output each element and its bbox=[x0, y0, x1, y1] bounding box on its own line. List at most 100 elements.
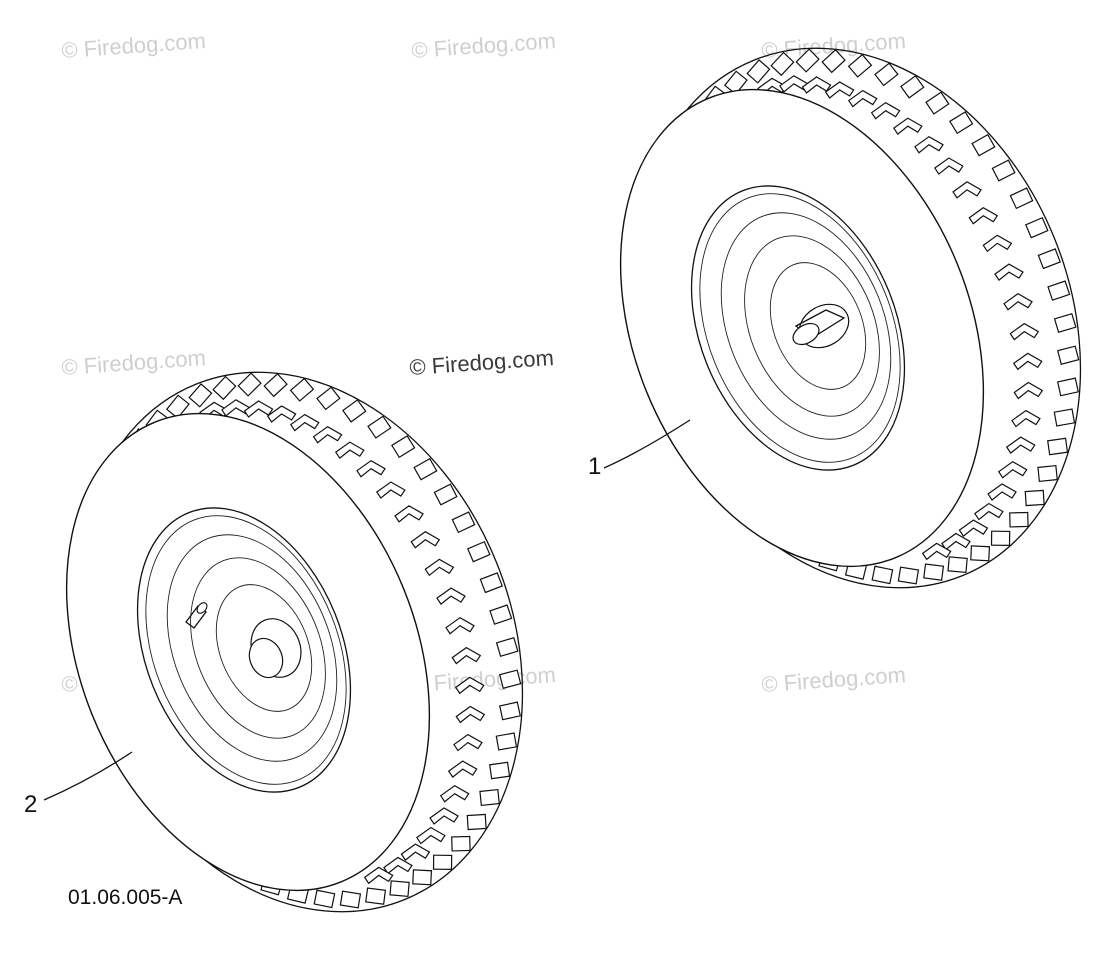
tread-lug bbox=[1047, 437, 1069, 456]
tread-lug bbox=[499, 669, 522, 689]
wheel-part-2 bbox=[43, 371, 524, 913]
tread-lug bbox=[391, 435, 416, 459]
tread-lug bbox=[451, 511, 476, 534]
tread-lug bbox=[1053, 312, 1077, 334]
tread-lug bbox=[1057, 377, 1079, 397]
tread-chevron bbox=[429, 807, 459, 825]
tread-lug bbox=[1057, 345, 1080, 365]
tread-lug bbox=[795, 48, 820, 73]
tread-lug bbox=[432, 854, 453, 871]
tread-lug bbox=[433, 483, 458, 506]
tread-lug bbox=[479, 788, 500, 807]
tread-lug bbox=[367, 415, 392, 439]
tread-chevron bbox=[394, 505, 424, 523]
rim bbox=[136, 507, 352, 793]
tread-chevron bbox=[994, 263, 1024, 281]
tread-chevron bbox=[445, 616, 475, 635]
tread-lugs bbox=[685, 48, 1080, 585]
watermark: © Firedog.com bbox=[761, 662, 907, 697]
tread-lug bbox=[949, 111, 974, 135]
tread-lug bbox=[289, 377, 315, 402]
tread-chevron bbox=[952, 181, 982, 199]
tread-chevron bbox=[968, 207, 999, 225]
tread-chevron bbox=[1011, 409, 1041, 428]
tread-lug bbox=[263, 373, 288, 398]
tread-lug bbox=[412, 869, 433, 886]
tread-lug bbox=[466, 540, 491, 563]
tread-chevron bbox=[400, 843, 431, 862]
tread-lug bbox=[1053, 408, 1076, 427]
watermark: © Firedog.com bbox=[61, 345, 207, 380]
tread-chevron bbox=[383, 856, 413, 875]
tread-chevron bbox=[982, 234, 1013, 253]
tread-lug bbox=[1037, 464, 1058, 483]
tread-lug bbox=[1047, 280, 1071, 301]
tread-lug bbox=[212, 375, 237, 401]
watermark: © Firedog.com bbox=[411, 662, 557, 697]
tread-lug bbox=[900, 75, 925, 99]
tread-lug bbox=[821, 49, 846, 74]
tread-chevron bbox=[451, 646, 482, 665]
tread-lug bbox=[746, 59, 771, 84]
tread-lug bbox=[413, 457, 438, 481]
tread-lug bbox=[1009, 511, 1029, 528]
tire-sidewall bbox=[65, 412, 431, 892]
callout-part-1: 1 bbox=[588, 453, 601, 480]
tread-chevron bbox=[914, 135, 944, 154]
tread-lug bbox=[313, 889, 336, 909]
tread-chevron bbox=[410, 531, 441, 549]
tread-lug bbox=[188, 383, 213, 408]
tread-chevron bbox=[363, 866, 394, 885]
tread-lug bbox=[871, 565, 894, 585]
tread-chevron bbox=[454, 676, 485, 695]
tread-chevron bbox=[1003, 292, 1033, 311]
tread-lug bbox=[479, 572, 503, 594]
tread-lug bbox=[237, 372, 262, 397]
tread-lug bbox=[923, 563, 945, 581]
tread-lug bbox=[990, 530, 1011, 547]
tread-chevron bbox=[376, 481, 406, 499]
watermark: © Firedog.com bbox=[61, 28, 207, 63]
tread-lug bbox=[342, 399, 367, 423]
tread-lug bbox=[897, 566, 920, 585]
tread-chevron bbox=[436, 587, 466, 605]
tread-lug bbox=[339, 890, 362, 909]
tread-chevron bbox=[424, 558, 455, 577]
tread-lug bbox=[847, 53, 873, 78]
tread-lug bbox=[165, 394, 190, 419]
tread-chevron bbox=[439, 784, 470, 803]
tread-chevron bbox=[266, 405, 297, 423]
watermark: © Firedog.com bbox=[409, 345, 555, 380]
tread-lug bbox=[1009, 187, 1034, 210]
tread-chevron bbox=[824, 81, 855, 99]
tread-lug bbox=[1024, 489, 1045, 507]
tread-chevron bbox=[289, 413, 320, 432]
tread-chevron bbox=[416, 826, 446, 845]
tread-lug bbox=[1037, 248, 1061, 270]
tread-lug bbox=[991, 159, 1016, 182]
axle-hub bbox=[792, 303, 850, 349]
tread-chevron bbox=[847, 89, 878, 108]
wheel-part-1 bbox=[603, 47, 1082, 589]
tread-chevron bbox=[801, 76, 832, 94]
tread-chevron bbox=[455, 705, 486, 724]
leader-line-part-1 bbox=[603, 419, 691, 469]
tread-lug bbox=[1024, 216, 1049, 239]
tread-chevron bbox=[1013, 381, 1044, 400]
tread-chevron bbox=[312, 425, 343, 444]
valve-stem bbox=[185, 602, 208, 629]
drawing-number: 01.06.005-A bbox=[68, 886, 182, 909]
tread-lug bbox=[451, 835, 471, 852]
callout-part-2: 2 bbox=[24, 791, 37, 818]
tread-chevron bbox=[1012, 352, 1043, 371]
tread-chevron bbox=[974, 502, 1004, 521]
tread-lug bbox=[723, 70, 748, 95]
tread-chevron bbox=[934, 157, 964, 175]
tread-lug bbox=[466, 813, 487, 831]
tread-chevron bbox=[356, 459, 386, 478]
rim bbox=[690, 185, 906, 471]
tread-chevron bbox=[334, 441, 365, 460]
leader-line-part-2 bbox=[43, 751, 133, 801]
tread-lug bbox=[316, 386, 341, 411]
